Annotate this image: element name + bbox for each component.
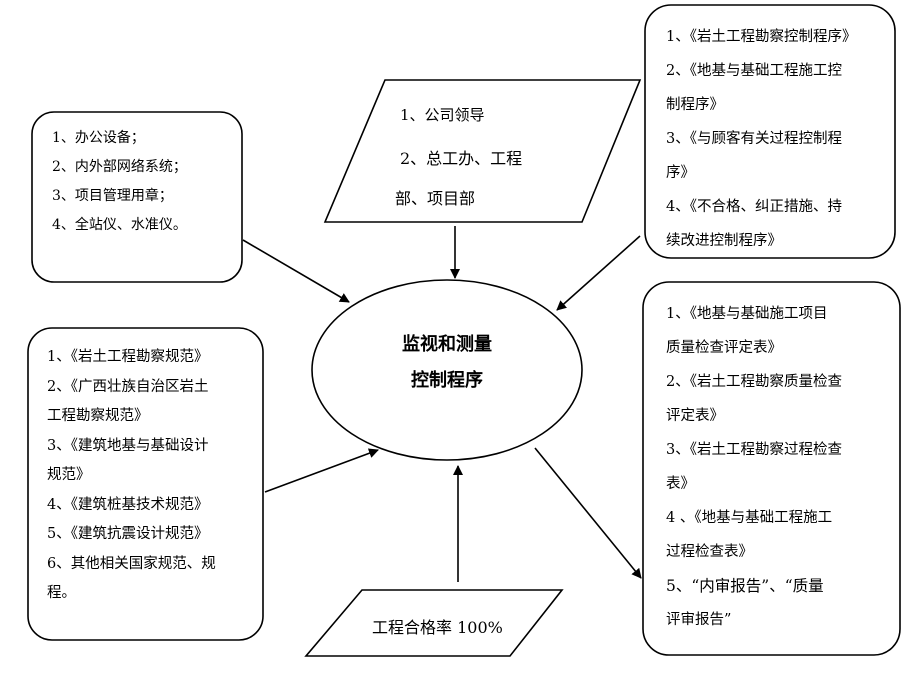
- output-item: 4 、《地基与基础工程施工: [666, 510, 833, 526]
- center-ellipse: [311, 279, 583, 461]
- resources-box: [31, 111, 243, 283]
- procedure-item: 1、《岩土工程勘察控制程序》: [666, 29, 857, 45]
- resources-text: 1、办公设备； 2、内外部网络系统； 3、项目管理用章； 4、全站仪、水准仪。: [52, 124, 187, 240]
- output-item: 质量检查评定表》: [666, 340, 782, 356]
- procedures-box: [644, 4, 896, 259]
- center-line: 控制程序: [411, 370, 483, 391]
- standard-item: 3、《建筑地基与基础设计: [47, 437, 209, 454]
- standard-item: 程。: [47, 585, 76, 601]
- output-item: 表》: [666, 476, 695, 492]
- top-input-parallelogram: [323, 79, 642, 223]
- procedure-item: 4、《不合格、纠正措施、持: [666, 199, 842, 215]
- output-item: 评定表》: [666, 408, 724, 424]
- resource-item: 4、全站仪、水准仪。: [52, 217, 187, 233]
- outputs-text: 1、《地基与基础施工项目 质量检查评定表》 2、《岩土工程勘察质量检查 评定表》…: [666, 297, 842, 637]
- outputs-box: [642, 281, 901, 656]
- output-item: 1、《地基与基础施工项目: [666, 306, 828, 322]
- resource-item: 2、内外部网络系统；: [52, 159, 187, 175]
- standard-item: 4、《建筑桩基技术规范》: [47, 496, 209, 513]
- arrow-procedures: [556, 235, 641, 311]
- output-item: 评审报告”: [666, 612, 732, 628]
- arrow-outputs: [534, 447, 642, 579]
- output-item: 3、《岩土工程勘察过程检查: [666, 442, 842, 458]
- standard-item: 1、《岩土工程勘察规范》: [47, 349, 209, 365]
- top-input-line: 2、总工办、工程: [400, 149, 523, 168]
- standards-box: [27, 327, 264, 641]
- target-label: 工程合格率 100%: [372, 618, 503, 637]
- output-item: 2、《岩土工程勘察质量检查: [666, 374, 842, 390]
- procedure-item: 制程序》: [666, 97, 724, 113]
- output-item: 过程检查表》: [666, 544, 753, 560]
- center-label: 监视和测量 控制程序: [357, 327, 537, 399]
- resource-item: 3、项目管理用章；: [52, 188, 173, 204]
- standards-text: 1、《岩土工程勘察规范》 2、《广西壮族自治区岩土 工程勘察规范》 3、《建筑地…: [47, 343, 216, 609]
- standard-item: 5、《建筑抗震设计规范》: [47, 526, 209, 542]
- output-item: 5、“内审报告”、“质量: [666, 577, 824, 595]
- procedure-item: 续改进控制程序》: [666, 233, 782, 249]
- standard-item: 6、其他相关国家规范、规: [47, 555, 216, 572]
- procedure-item: 2、《地基与基础工程施工控: [666, 63, 842, 79]
- standard-item: 规范》: [47, 467, 91, 483]
- top-input-line: 部、项目部: [395, 189, 476, 208]
- arrow-standards: [264, 448, 379, 493]
- procedure-item: 序》: [666, 165, 695, 181]
- standard-item: 工程勘察规范》: [47, 408, 149, 424]
- procedure-item: 3、《与顾客有关过程控制程: [666, 131, 842, 147]
- center-line: 监视和测量: [402, 334, 492, 355]
- target-parallelogram: [304, 589, 564, 657]
- procedures-text: 1、《岩土工程勘察控制程序》 2、《地基与基础工程施工控 制程序》 3、《与顾客…: [666, 20, 856, 258]
- resource-item: 1、办公设备；: [52, 130, 145, 146]
- standard-item: 2、《广西壮族自治区岩土: [47, 378, 209, 395]
- top-input-line: 1、公司领导: [400, 106, 485, 124]
- arrow-resources: [242, 239, 350, 303]
